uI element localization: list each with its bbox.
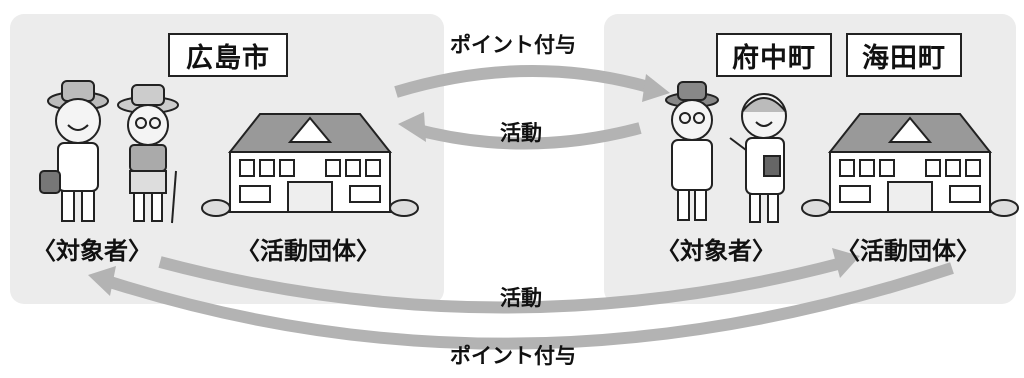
arrow-bottom-to-right-head bbox=[832, 248, 860, 278]
caption-activity-groups-left: 〈活動団体〉 bbox=[236, 237, 380, 265]
flow-label-activity-top: 活動 bbox=[500, 121, 542, 145]
caption-participants-right: 〈対象者〉 bbox=[656, 237, 776, 265]
arrow-top-to-right-head bbox=[642, 74, 670, 102]
flow-label-activity-bottom: 活動 bbox=[500, 286, 542, 310]
caption-activity-groups-right: 〈活動団体〉 bbox=[836, 237, 980, 265]
arrow-top-to-left bbox=[416, 122, 642, 150]
flow-label-point-grant-bottom: ポイント付与 bbox=[450, 344, 576, 368]
arrow-bottom-to-left-head bbox=[88, 266, 116, 296]
elderly-people-illustration-right bbox=[665, 81, 787, 223]
city-hiroshima-label: 広島市 bbox=[168, 33, 288, 77]
community-hall-illustration-left bbox=[201, 113, 419, 217]
city-fuchu-label: 府中町 bbox=[716, 33, 832, 77]
arrow-bottom-to-right bbox=[158, 256, 840, 314]
community-hall-illustration-right bbox=[801, 113, 1019, 217]
elderly-people-illustration-left bbox=[39, 80, 179, 224]
flow-label-point-grant-top: ポイント付与 bbox=[450, 33, 576, 57]
arrow-bottom-to-left bbox=[108, 262, 954, 350]
caption-participants-left: 〈対象者〉 bbox=[32, 237, 152, 265]
arrow-top-to-left-head bbox=[398, 112, 426, 142]
arrow-top-to-right bbox=[394, 64, 654, 98]
city-kaita-label: 海田町 bbox=[846, 33, 962, 77]
